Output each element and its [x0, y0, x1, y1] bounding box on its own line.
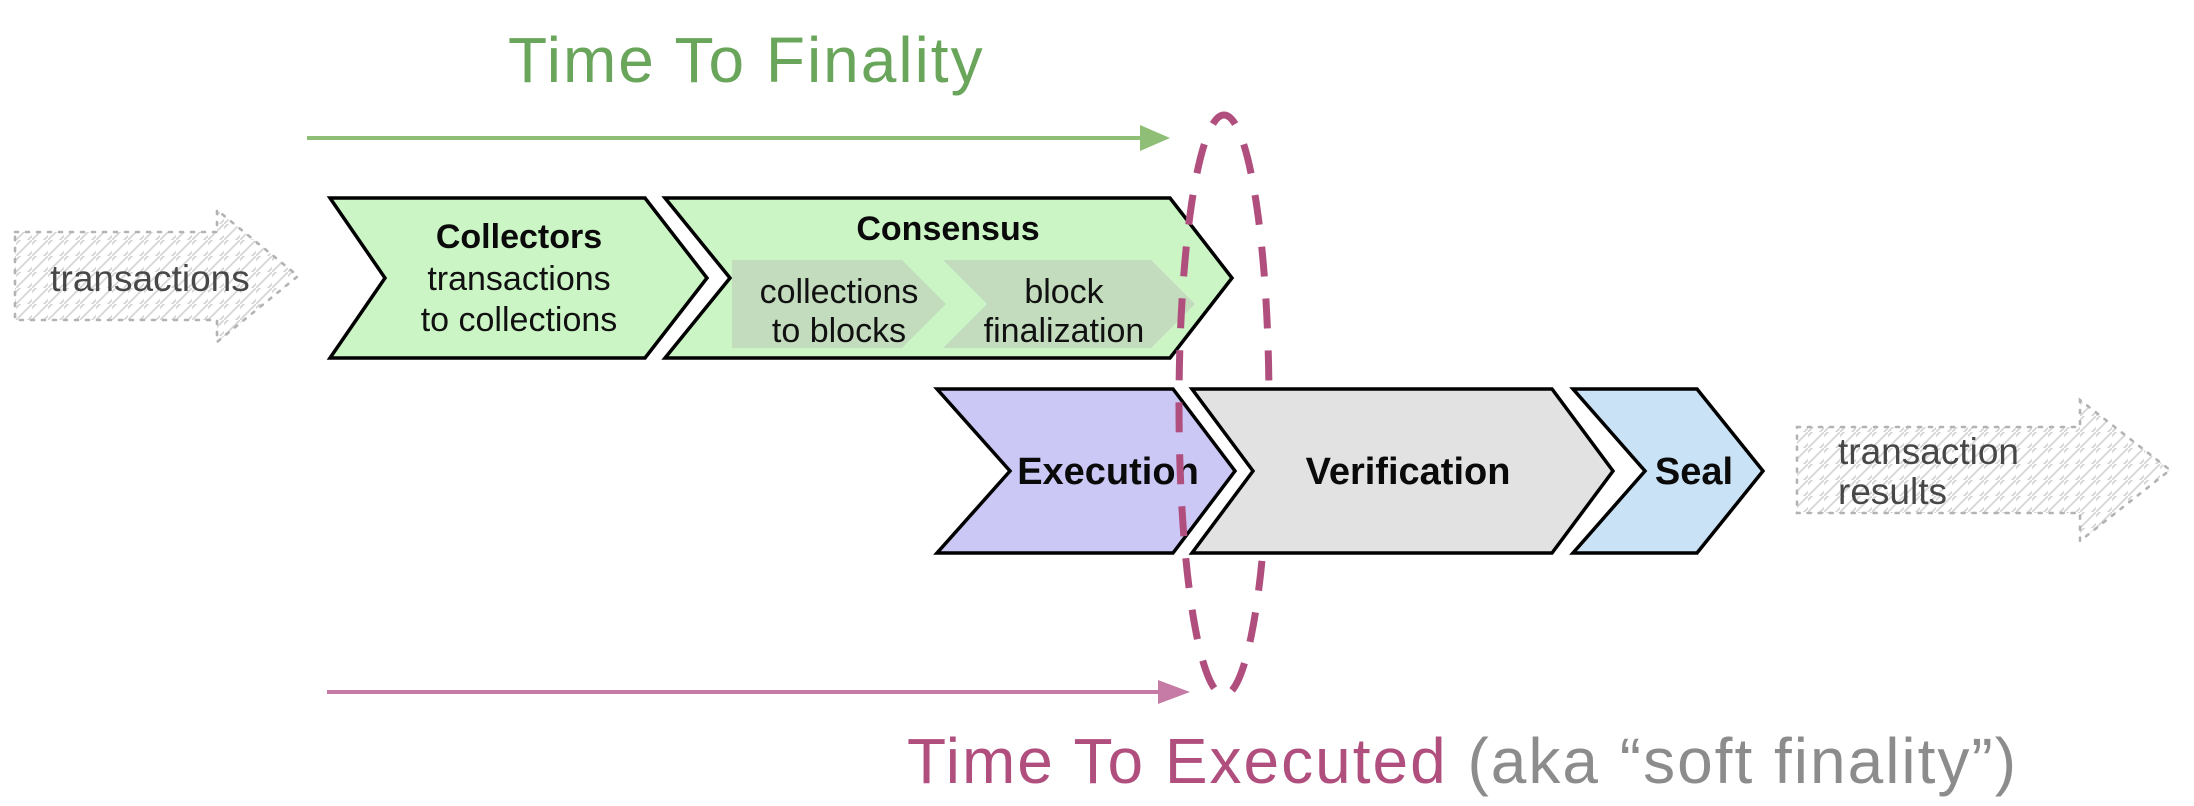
transactions-label: transactions	[50, 258, 250, 299]
green-arrowhead-icon	[1140, 125, 1170, 151]
time-to-executed-main: Time To Executed	[907, 725, 1448, 797]
consensus-sub2-line1: block	[1024, 273, 1104, 311]
time-to-executed-arrow	[327, 680, 1190, 704]
transaction-results-output-arrow: transaction results	[1795, 397, 2173, 544]
collectors-title: Collectors	[436, 218, 602, 256]
sketch-arrow-shape	[1795, 397, 2173, 544]
collectors-chevron	[326, 196, 710, 360]
seal-stage: Seal	[1569, 387, 1766, 555]
collectors-stage: Collectors transactions to collections	[326, 196, 710, 360]
consensus-stage: Consensus collections to blocks block fi…	[661, 196, 1235, 360]
collectors-line1: transactions	[427, 260, 610, 298]
soft-finality-suffix: (aka “soft finality”)	[1467, 725, 2018, 797]
transactions-input-arrow: transactions	[13, 207, 301, 345]
verification-chevron	[1188, 387, 1616, 555]
sketch-arrow-shape	[13, 207, 301, 345]
execution-title: Execution	[1017, 451, 1199, 493]
seal-chevron	[1569, 387, 1766, 555]
verification-stage: Verification	[1188, 387, 1616, 555]
consensus-sub1-line1: collections	[760, 273, 919, 311]
collectors-line2: to collections	[421, 301, 618, 339]
time-to-executed-title: Time To Executed (aka “soft finality”)	[907, 725, 2018, 797]
consensus-sub2-line2: finalization	[984, 312, 1145, 350]
seal-title: Seal	[1655, 451, 1733, 493]
verification-title: Verification	[1306, 451, 1511, 493]
time-to-finality-title: Time To Finality	[508, 24, 985, 96]
transaction-results-line1: transaction	[1838, 431, 2019, 472]
execution-chevron	[933, 387, 1238, 555]
consensus-title: Consensus	[856, 210, 1039, 248]
pink-arrowhead-icon	[1158, 680, 1190, 704]
execution-stage: Execution	[933, 387, 1238, 555]
transaction-results-line2: results	[1838, 471, 1947, 512]
consensus-sub1-line2: to blocks	[772, 312, 906, 350]
collections-to-blocks-subchevron	[732, 260, 946, 348]
block-finalization-subchevron	[943, 260, 1195, 348]
time-to-finality-arrow	[307, 125, 1170, 151]
